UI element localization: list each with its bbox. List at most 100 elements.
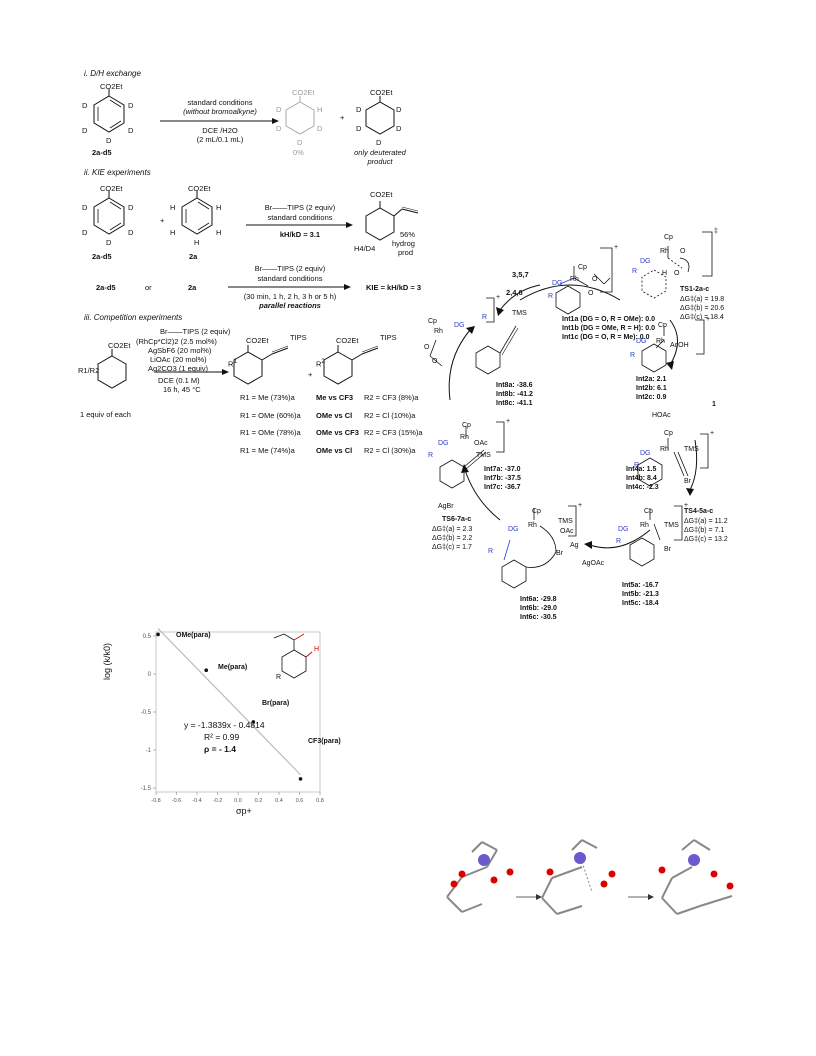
- rh-label: Rh: [660, 248, 669, 255]
- ts67-energy: ΔG‡(c) = 1.7: [432, 544, 472, 551]
- agoac-label: AgOAc: [582, 560, 605, 567]
- hoac-label: HOAc: [652, 412, 671, 419]
- condition-text: (2 mL/0.1 mL): [196, 135, 244, 144]
- int1a-energy: Int1a (DG = O, R = OMe): 0.0: [562, 316, 655, 323]
- catalytic-cycle-arrows: [448, 284, 698, 549]
- dg-label: DG: [618, 526, 629, 533]
- h4d4-label: H4/D4: [354, 244, 376, 253]
- d-label: D: [396, 105, 402, 114]
- point-label-br: Br(para): [262, 700, 290, 707]
- r-label: R: [482, 314, 488, 321]
- d-label: D: [82, 126, 88, 135]
- co2et-label: CO2Et: [100, 184, 123, 193]
- yield-label: prod: [398, 248, 414, 257]
- dg-label: DG: [454, 322, 465, 329]
- hammett-ylabel: log (k/k0): [102, 642, 112, 680]
- tms-label: TMS: [664, 522, 679, 529]
- tms-label: TMS: [476, 452, 491, 459]
- bracket: [702, 231, 713, 277]
- acoh-label: AcOH: [670, 342, 689, 349]
- benzene-substrate: [97, 349, 127, 389]
- condition-text: standard conditions: [257, 274, 323, 283]
- int4b-energy: Int4b: 8.4: [626, 475, 657, 482]
- reactant-2a: 2a: [188, 283, 197, 292]
- tips-label: TIPS: [290, 333, 307, 342]
- bracket: [696, 319, 705, 355]
- d-label: D: [276, 105, 282, 114]
- parallel-label: parallel reactions: [259, 301, 321, 310]
- x-tick-label: 0.4: [275, 798, 283, 804]
- bracket: [496, 421, 505, 453]
- reaction-arrow-ii-b: [228, 284, 351, 290]
- int2b-energy: Int2b: 6.1: [636, 385, 667, 392]
- r-label: R: [548, 293, 554, 300]
- charge-plus: +: [506, 418, 511, 425]
- inset-molecule: [273, 633, 313, 679]
- ts45-energy: ΔG‡(a) = 11.2: [684, 518, 728, 525]
- data-point: [251, 720, 256, 724]
- oac-label: OAc: [474, 440, 488, 447]
- co2et-label: CO2Et: [100, 82, 123, 91]
- reactant-2a-d5: 2a-d5: [92, 252, 112, 261]
- co2et-label: CO2Et: [246, 336, 269, 345]
- ts45-energy: ΔG‡(b) = 7.1: [684, 527, 725, 534]
- fit-line: [157, 628, 301, 776]
- co2et-label: CO2Et: [108, 341, 131, 350]
- d-label: D: [106, 238, 112, 247]
- ts12-energy: ΔG‡(a) = 19.8: [680, 296, 725, 303]
- int2a-energy: Int2a: 2.1: [636, 376, 667, 383]
- r-label: R: [634, 462, 640, 469]
- competition-product-1: [233, 345, 289, 385]
- int6a-energy: Int6a: -29.8: [520, 596, 557, 603]
- int8-structure: [429, 325, 519, 375]
- rh-label: Rh: [656, 338, 665, 345]
- dg-label: DG: [438, 440, 449, 447]
- point-label-me: Me(para): [218, 664, 248, 671]
- reactant-2a-d5: 2a-d5: [92, 148, 112, 157]
- d-label: D: [276, 124, 282, 133]
- d-label: D: [356, 105, 362, 114]
- co2et-label: CO2Et: [336, 336, 359, 345]
- tips-label: TIPS: [380, 333, 397, 342]
- int2-structure: [641, 326, 667, 373]
- condition-text: (RhCp*Cl2)2 (2.5 mol%): [136, 337, 217, 346]
- y-tick-label: -0.5: [141, 710, 152, 716]
- plus-sign: +: [308, 370, 313, 379]
- ts45-energy: ΔG‡(c) = 13.2: [684, 536, 728, 543]
- y-tick-label: -1.5: [141, 786, 152, 792]
- int5c-energy: Int5c: -18.4: [622, 600, 659, 607]
- benzene-2a: [181, 191, 213, 235]
- h-label: H: [662, 270, 668, 277]
- bracket: [568, 505, 577, 537]
- competition-row-right: R2 = Cl (30%)a: [364, 446, 416, 455]
- rh-label: Rh: [660, 446, 669, 453]
- yield-label: hydrog: [392, 239, 415, 248]
- d-label: D: [106, 136, 112, 145]
- reagent-text: Br——TIPS (2 equiv): [264, 203, 336, 212]
- ag-label: Ag: [570, 542, 579, 549]
- benzene-deuterated: [365, 96, 395, 135]
- dg-label: DG: [636, 338, 647, 345]
- condition-text: LiOAc (20 mol%): [150, 355, 207, 364]
- int7-structure: [439, 426, 487, 489]
- r-label: R: [488, 548, 494, 555]
- or-label: or: [145, 283, 152, 292]
- o-label: O: [588, 290, 594, 297]
- charge-plus: +: [578, 502, 583, 509]
- bracket: [700, 433, 709, 469]
- cp-label: Cp: [462, 422, 471, 429]
- int7b-energy: Int7b: -37.5: [484, 475, 521, 482]
- d-label: D: [82, 101, 88, 110]
- substrate-label: R1/R2: [78, 366, 100, 375]
- competition-row-left: R1 = OMe (60%)a: [240, 411, 301, 420]
- o-label: O: [680, 248, 686, 255]
- plus-sign: +: [160, 216, 165, 225]
- tms-label: TMS: [684, 446, 699, 453]
- d-label: D: [128, 203, 134, 212]
- charge-plus: +: [684, 502, 689, 509]
- steps-label: 2,4,6: [506, 288, 523, 297]
- d-label: D: [128, 126, 134, 135]
- int6c-energy: Int6c: -30.5: [520, 614, 557, 621]
- charge-plus: +: [706, 316, 711, 323]
- dagger: ‡: [714, 228, 718, 235]
